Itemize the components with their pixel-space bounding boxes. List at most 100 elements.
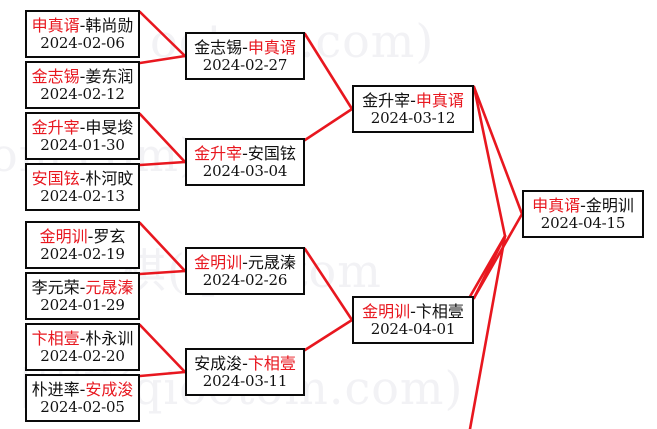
match-players: 金升宰-安国铉	[194, 145, 296, 162]
player-separator: -	[79, 117, 86, 137]
player-right: 申旻埈	[85, 117, 134, 137]
match-date: 2024-02-05	[40, 398, 125, 417]
player-separator: -	[242, 37, 248, 57]
connector-line	[303, 318, 354, 352]
connector-line	[472, 85, 507, 238]
match-date: 2024-01-29	[40, 296, 125, 315]
match-date: 2024-02-13	[40, 187, 125, 206]
player-right: 卞相壹	[247, 353, 296, 373]
player-separator: -	[79, 379, 86, 399]
connector-line	[468, 234, 507, 429]
player-separator: -	[242, 353, 248, 373]
player-right: 金明训	[585, 195, 634, 215]
match-date: 2024-04-15	[540, 214, 626, 233]
player-left: 金明训	[362, 301, 411, 321]
match-date: 2024-02-12	[40, 85, 125, 104]
player-right: 卞相壹	[415, 301, 464, 321]
player-left: 安国铉	[31, 168, 80, 188]
player-left: 金升宰	[194, 143, 243, 163]
match-players: 申真谞-金明训	[532, 197, 634, 214]
player-right: 朴河旼	[85, 168, 134, 188]
connector-line	[138, 370, 187, 378]
player-right: 安成浚	[85, 379, 134, 399]
player-right: 韩尚勋	[85, 15, 134, 35]
player-left: 申真谞	[31, 15, 80, 35]
player-separator: -	[79, 66, 86, 86]
connector-line	[138, 323, 187, 374]
match-players: 李元荣-元晟溱	[32, 279, 134, 296]
match-date: 2024-04-01	[370, 320, 456, 339]
connector-line	[138, 221, 187, 273]
player-left: 金升宰	[31, 117, 80, 137]
connector-line	[472, 85, 524, 216]
match-players: 金明训-卞相壹	[362, 303, 464, 320]
match-players: 申真谞-韩尚勋	[32, 17, 134, 34]
connector-line	[472, 234, 507, 300]
player-separator: -	[580, 195, 586, 215]
player-left: 安成浚	[194, 353, 243, 373]
match-players: 金志锡-姜东润	[32, 68, 134, 85]
connector-line	[303, 247, 354, 322]
player-right: 元晟溱	[85, 277, 134, 297]
player-separator: -	[79, 15, 86, 35]
player-separator: -	[410, 301, 416, 321]
match-players: 金升宰-申真谞	[362, 92, 464, 109]
match-players: 金志锡-申真谞	[194, 39, 296, 56]
connector-line	[138, 54, 187, 65]
match-date: 2024-01-30	[40, 136, 125, 155]
player-right: 姜东润	[85, 66, 134, 86]
match-players: 金升宰-申旻埈	[32, 119, 134, 136]
match-date: 2024-02-26	[202, 271, 288, 290]
match-date: 2024-02-20	[40, 347, 125, 366]
player-left: 金升宰	[362, 90, 411, 110]
player-separator: -	[242, 143, 248, 163]
connector-line	[138, 160, 187, 167]
player-separator: -	[410, 90, 416, 110]
match-date: 2024-02-27	[202, 56, 288, 75]
player-right: 申真谞	[247, 37, 296, 57]
player-separator: -	[79, 328, 86, 348]
player-left: 金志锡	[31, 66, 80, 86]
connector-line	[303, 32, 354, 111]
match-players: 安成浚-卞相壹	[194, 355, 296, 372]
player-left: 金明训	[194, 252, 243, 272]
connector-line	[466, 234, 507, 302]
player-right: 申真谞	[415, 90, 464, 110]
player-right: 元晟溱	[247, 252, 296, 272]
player-separator: -	[79, 168, 86, 188]
connector-line	[138, 10, 187, 58]
connector-line	[138, 112, 187, 164]
player-left: 卞相壹	[31, 328, 80, 348]
player-left: 朴进率	[31, 379, 80, 399]
match-date: 2024-02-06	[40, 34, 125, 53]
player-right: 罗玄	[93, 226, 126, 246]
player-right: 安国铉	[247, 143, 296, 163]
player-separator: -	[79, 277, 86, 297]
player-left: 金明训	[39, 226, 88, 246]
connector-line	[472, 212, 524, 300]
connector-line	[303, 107, 354, 142]
connector-line	[138, 269, 187, 276]
match-players: 卞相壹-朴永训	[32, 330, 134, 347]
match-date: 2024-02-19	[40, 245, 125, 264]
match-date: 2024-03-12	[370, 109, 456, 128]
player-left: 金志锡	[194, 37, 243, 57]
match-players: 金明训-罗玄	[40, 228, 126, 245]
match-players: 朴进率-安成浚	[32, 381, 134, 398]
